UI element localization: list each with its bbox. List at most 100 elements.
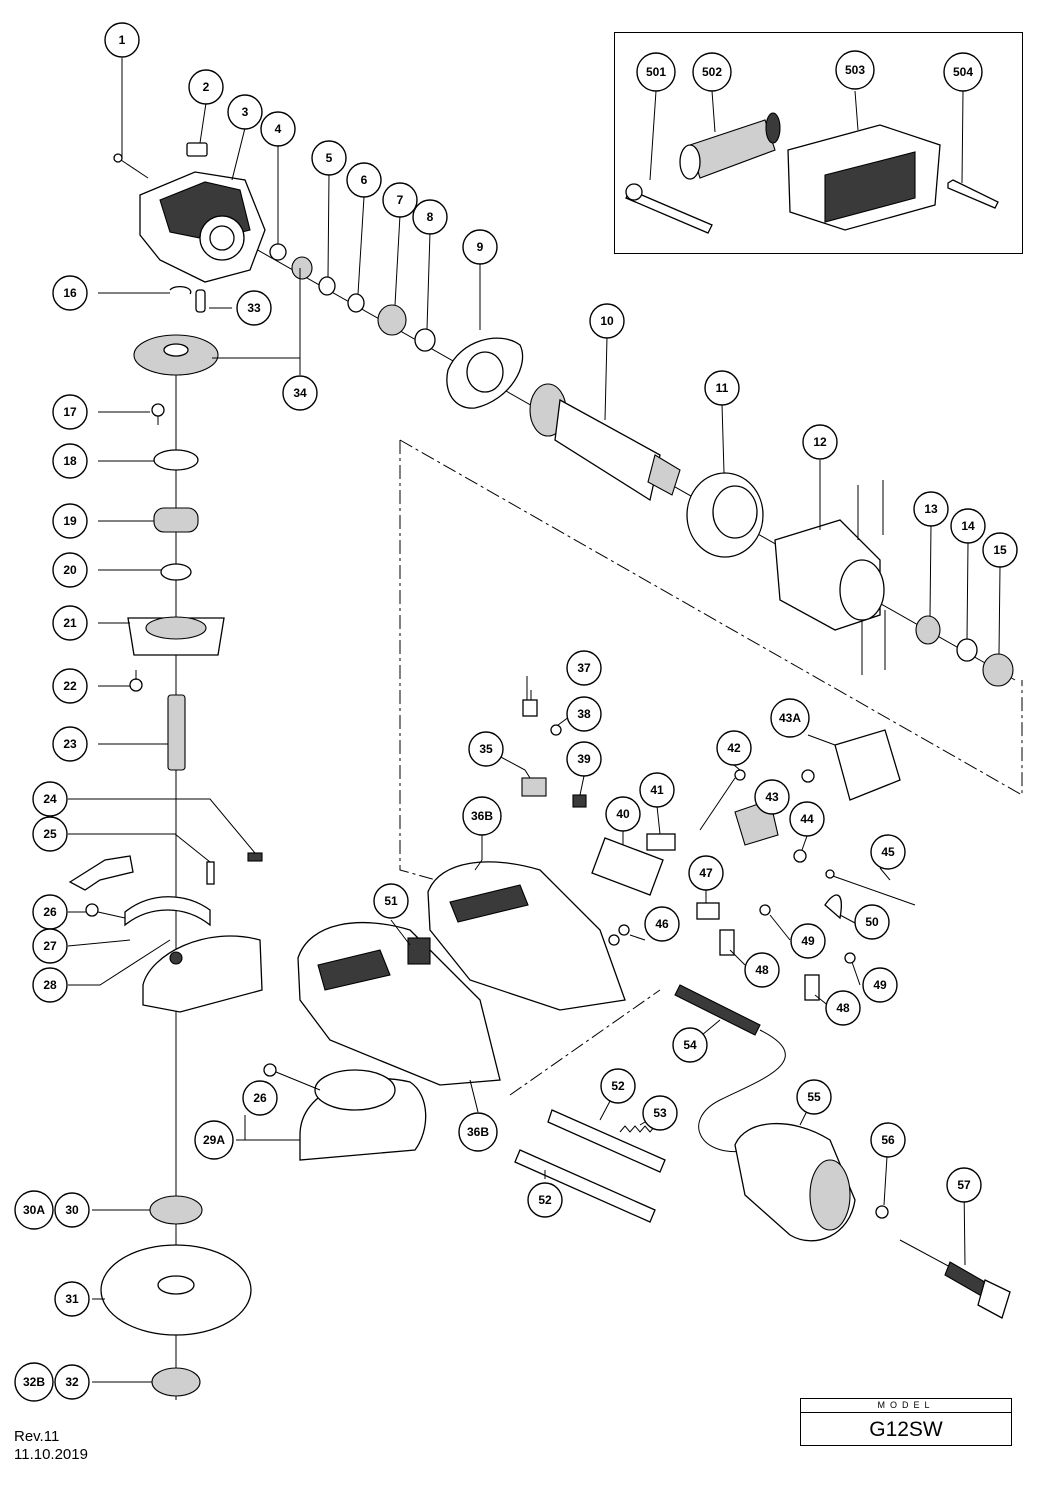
wrench-501 <box>625 183 713 234</box>
callout-circle <box>52 605 88 641</box>
terminal-47 <box>696 902 720 920</box>
callout-number: 10 <box>600 314 614 328</box>
callout-circle <box>14 1190 54 1230</box>
callout-35: 35 <box>468 731 504 767</box>
cord-path <box>698 1029 786 1152</box>
callout-number: 50 <box>865 915 879 929</box>
callout-circle <box>194 1120 234 1160</box>
spindle-23 <box>167 694 186 771</box>
callout-number: 8 <box>427 210 434 224</box>
pin-25 <box>206 861 215 885</box>
screw-44 <box>793 849 807 863</box>
bolt-26 <box>85 903 126 919</box>
model-box: MODEL G12SW <box>800 1398 1012 1446</box>
bearing-15 <box>982 653 1014 687</box>
callout-15: 15 <box>982 532 1018 568</box>
callout-46: 46 <box>644 906 680 942</box>
callout-number: 30A <box>23 1203 45 1217</box>
callout-number: 5 <box>326 151 333 165</box>
callout-10: 10 <box>589 303 625 339</box>
callout-17: 17 <box>52 394 88 430</box>
callout-circle <box>854 904 890 940</box>
bracket-52 <box>547 1109 666 1173</box>
callout-2: 2 <box>188 69 224 105</box>
callout-circle <box>52 668 88 704</box>
callout-circle <box>346 162 382 198</box>
callout-circle <box>32 967 68 1003</box>
callout-1: 1 <box>104 22 140 58</box>
callout-circle <box>382 182 418 218</box>
callout-circle <box>744 952 780 988</box>
side-handle-502 <box>679 112 781 180</box>
ring-6 <box>347 293 365 313</box>
callout-number: 1 <box>119 33 126 47</box>
callout-circle <box>52 552 88 588</box>
callout-51: 51 <box>373 883 409 919</box>
callout-37: 37 <box>566 650 602 686</box>
callout-number: 14 <box>961 519 975 533</box>
model-name: G12SW <box>869 1418 943 1441</box>
callout-25: 25 <box>32 816 68 852</box>
callout-49: 49 <box>790 923 826 959</box>
callout-40: 40 <box>605 796 641 832</box>
callout-number: 503 <box>845 63 865 77</box>
gear-housing <box>139 171 266 283</box>
callout-number: 30 <box>65 1203 79 1217</box>
housing-36b-upper <box>427 861 626 1011</box>
callout-number: 54 <box>683 1038 697 1052</box>
callout-number: 35 <box>479 742 493 756</box>
callout-circle <box>796 1079 832 1115</box>
callout-54: 54 <box>672 1027 708 1063</box>
callout-circle <box>54 1281 90 1317</box>
callout-number: 57 <box>957 1178 971 1192</box>
callout-circle <box>52 275 88 311</box>
callout-circle <box>52 726 88 762</box>
callout-number: 23 <box>63 737 77 751</box>
callout-48: 48 <box>744 952 780 988</box>
callout-circle <box>236 290 272 326</box>
callout-24: 24 <box>32 781 68 817</box>
callout-number: 51 <box>384 894 398 908</box>
callout-504: 504 <box>943 52 983 92</box>
callout-501: 501 <box>636 52 676 92</box>
callout-number: 48 <box>836 1001 850 1015</box>
callout-number: 48 <box>755 963 769 977</box>
callout-number: 49 <box>801 934 815 948</box>
callout-circle <box>14 1362 54 1402</box>
callout-number: 36B <box>467 1125 489 1139</box>
callout-circle <box>32 928 68 964</box>
callout-number: 41 <box>650 783 664 797</box>
callout-52: 52 <box>600 1068 636 1104</box>
part-4-bearing <box>269 243 287 261</box>
callout-21: 21 <box>52 605 88 641</box>
callout-circle <box>373 883 409 919</box>
cord-armor-54 <box>674 984 761 1036</box>
washer-5 <box>318 276 336 296</box>
callout-number: 20 <box>63 563 77 577</box>
callout-circle <box>790 923 826 959</box>
callout-circle <box>462 229 498 265</box>
callout-number: 40 <box>616 807 630 821</box>
callout-circle <box>770 698 810 738</box>
callout-layer: 1234567891011121314151633341718192021222… <box>14 22 1018 1402</box>
callout-6: 6 <box>346 162 382 198</box>
callout-number: 44 <box>800 812 814 826</box>
callout-number: 13 <box>924 502 938 516</box>
callout-circle <box>639 772 675 808</box>
callout-28: 28 <box>32 967 68 1003</box>
callout-number: 53 <box>653 1106 667 1120</box>
callout-41: 41 <box>639 772 675 808</box>
callout-number: 3 <box>242 105 249 119</box>
callout-circle <box>913 491 949 527</box>
callout-3: 3 <box>227 94 263 130</box>
callout-circle <box>260 111 296 147</box>
callout-39: 39 <box>566 741 602 777</box>
armature-10 <box>529 383 681 502</box>
screw-56 <box>875 1205 889 1219</box>
callout-number: 11 <box>716 381 729 395</box>
revision-number: Rev.11 <box>14 1428 60 1445</box>
screw-49b <box>844 952 856 964</box>
callout-number: 36B <box>471 809 493 823</box>
callout-16: 16 <box>52 275 88 311</box>
connector-45 <box>825 869 916 906</box>
